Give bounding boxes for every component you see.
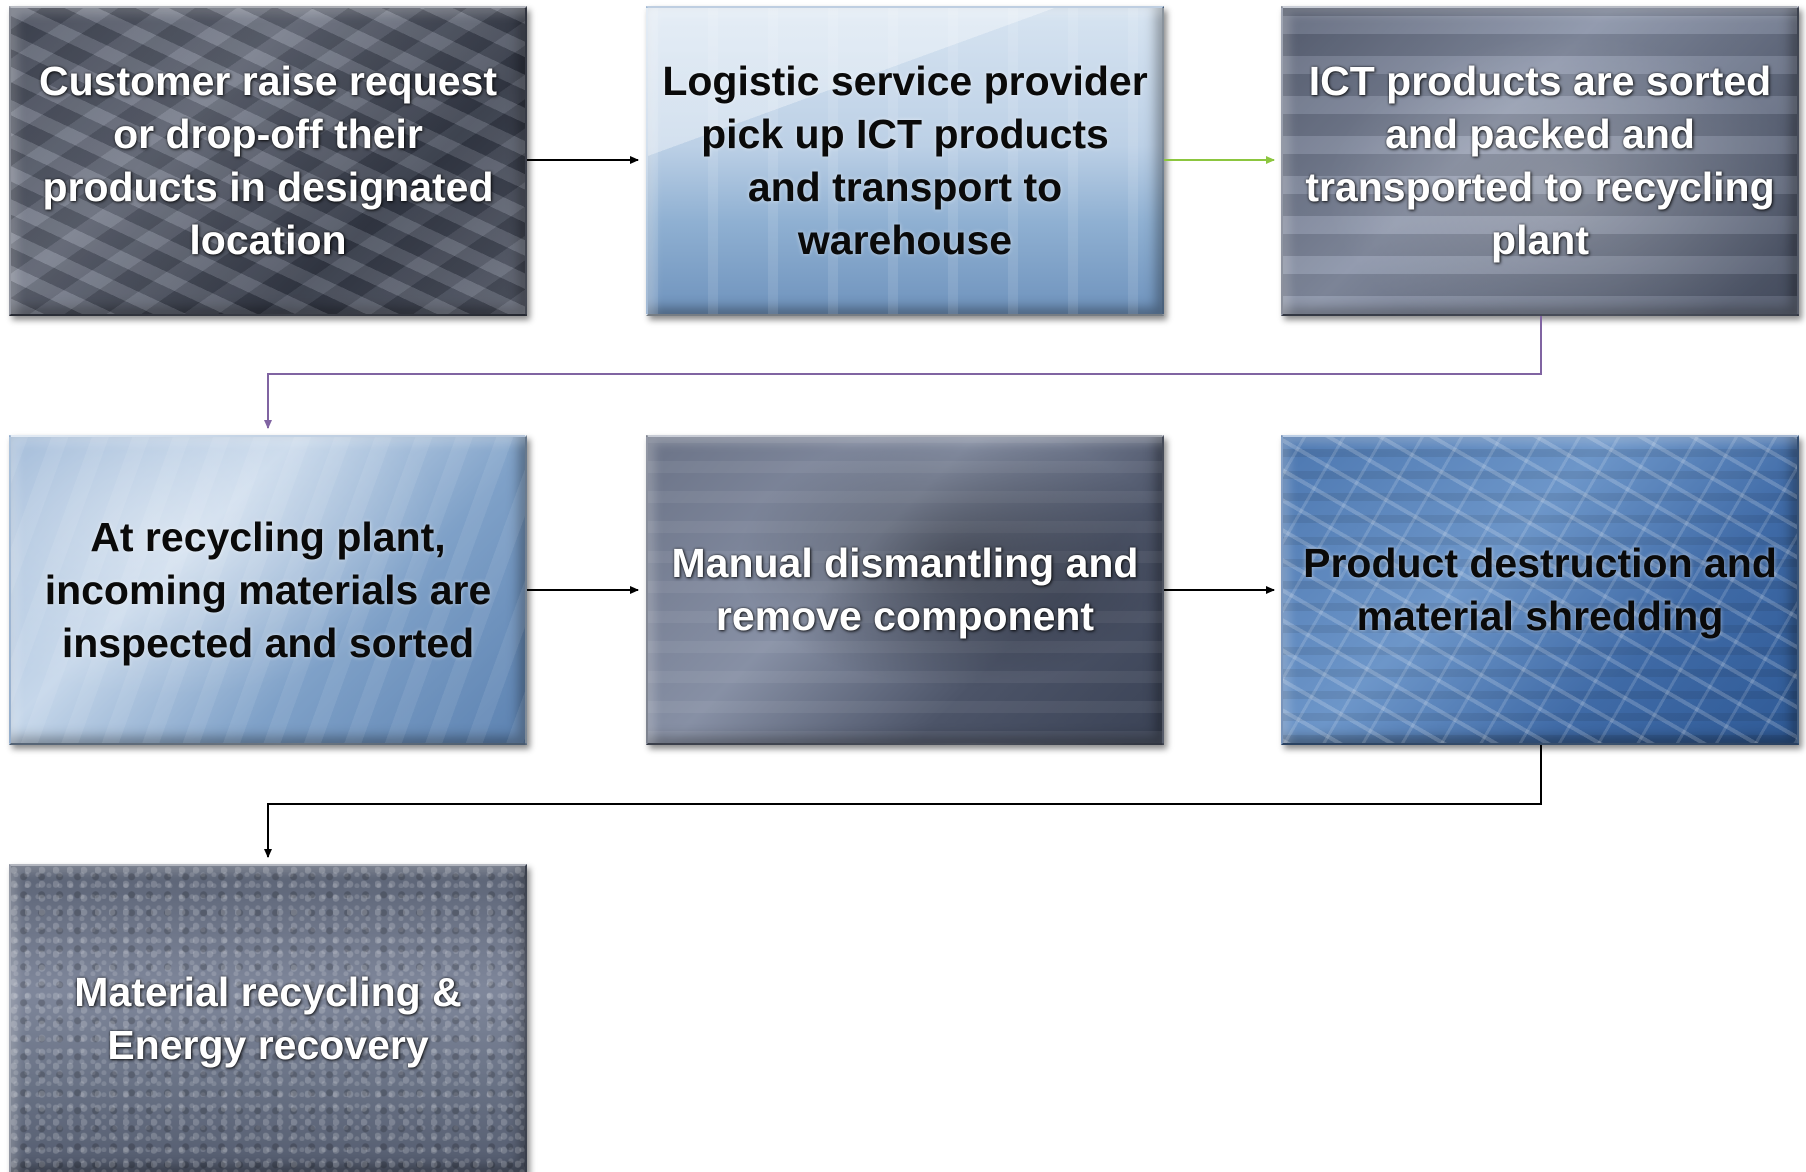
step-7-recycling-recovery: Material recycling & Energy recovery [9, 864, 527, 1172]
step-2-label: Logistic service provider pick up ICT pr… [662, 58, 1148, 263]
arrow-step3-to-step4 [264, 316, 1542, 429]
step-1-label: Customer raise request or drop-off their… [38, 58, 497, 263]
step-5-manual-dismantling: Manual dismantling and remove component [646, 435, 1164, 745]
step-3-label: ICT products are sorted and packed and t… [1305, 58, 1775, 263]
step-3-sort-pack-transport: ICT products are sorted and packed and t… [1281, 6, 1799, 316]
step-6-label: Product destruction and material shreddi… [1303, 540, 1777, 639]
step-1-customer-request: Customer raise request or drop-off their… [9, 6, 527, 316]
step-4-inspect-sort: At recycling plant, incoming materials a… [9, 435, 527, 745]
step-4-label: At recycling plant, incoming materials a… [44, 513, 492, 666]
step-6-destruction-shredding: Product destruction and material shreddi… [1281, 435, 1799, 745]
step-7-label: Material recycling & Energy recovery [74, 969, 462, 1068]
arrow-step6-to-step7 [264, 745, 1542, 858]
step-2-logistic-pickup: Logistic service provider pick up ICT pr… [646, 6, 1164, 316]
step-5-label: Manual dismantling and remove component [671, 540, 1139, 639]
